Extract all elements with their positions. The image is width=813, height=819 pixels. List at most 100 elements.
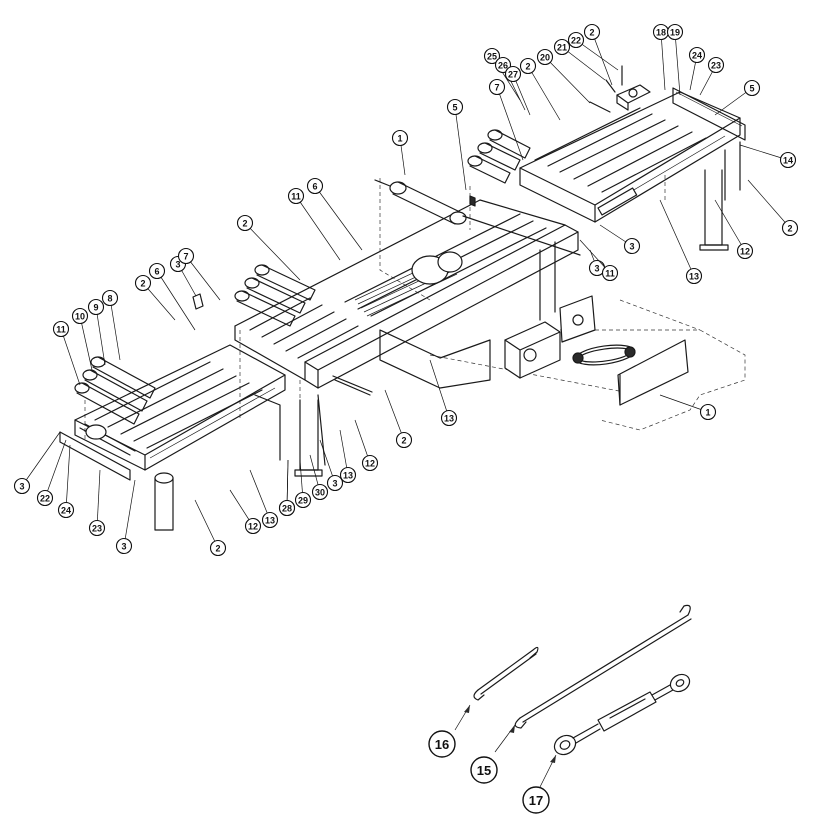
callout-balloon: [71, 307, 89, 325]
callout-number: 3: [594, 264, 599, 274]
belt-bundle: [354, 251, 463, 317]
callout-number: 3: [332, 479, 337, 489]
callout-12c: 12: [229, 489, 262, 535]
callout-1b: 1: [659, 394, 717, 421]
detail-balloon: [470, 756, 498, 784]
conveyor-assembly: [59, 65, 746, 531]
callout-balloon: [13, 477, 31, 495]
detail-number: 16: [435, 737, 449, 752]
callout-number: 14: [783, 156, 793, 166]
detail-balloon: [428, 730, 456, 758]
callout-3d: 3: [13, 431, 61, 495]
callout-2b: 2: [519, 57, 561, 121]
callout-balloon: [743, 79, 761, 97]
callout-leader: [314, 185, 363, 251]
callout-number: 12: [740, 247, 750, 257]
callout-balloon: [209, 539, 227, 557]
hook-rod-long: [514, 604, 692, 729]
hook-rod-small: [473, 646, 539, 701]
callout-29: 29: [294, 459, 312, 509]
callout-number: 24: [61, 506, 71, 516]
callout-number: 3: [629, 242, 634, 252]
callout-balloon: [483, 47, 501, 65]
callout-leader: [44, 439, 67, 499]
callout-balloon: [736, 242, 754, 260]
callout-balloon: [87, 298, 105, 316]
bearing-block: [616, 65, 651, 111]
callout-number: 30: [315, 488, 325, 498]
callout-21: 21: [553, 38, 606, 81]
callout-number: 8: [107, 294, 112, 304]
callout-balloon: [699, 403, 717, 421]
callouts: 1122222223333335566778910111111121212131…: [13, 23, 799, 557]
callout-leader: [454, 106, 467, 191]
callout-balloon: [115, 537, 133, 555]
detail-parts: [454, 604, 692, 788]
callout-balloon: [339, 466, 357, 484]
detail-balloon: [522, 786, 550, 814]
callout-balloon: [395, 431, 413, 449]
callout-11c: 11: [52, 320, 81, 386]
callout-9: 9: [87, 298, 106, 366]
callout-10: 10: [71, 307, 93, 371]
callout-26a: 26: [494, 56, 526, 111]
callout-leader: [527, 65, 561, 121]
callout-balloon: [287, 187, 305, 205]
callout-number: 13: [689, 272, 699, 282]
callout-5b: 5: [714, 79, 761, 116]
callout-2g: 2: [194, 499, 227, 557]
callout-3b: 3: [599, 224, 641, 255]
callout-number: 28: [282, 504, 292, 514]
construction-lines: [84, 175, 746, 445]
callout-number: 2: [215, 544, 220, 554]
callout-leader: [714, 199, 746, 252]
callout-balloon: [306, 177, 324, 195]
detail-callout-15: 15: [470, 756, 498, 784]
callout-number: 6: [312, 182, 317, 192]
callout-balloon: [536, 48, 554, 66]
callout-number: 18: [656, 28, 666, 38]
callout-leader: [660, 31, 666, 91]
detail-number: 15: [477, 763, 491, 778]
callout-leader: [142, 282, 176, 321]
callout-balloon: [623, 237, 641, 255]
left-rollers: [94, 361, 263, 449]
callout-balloon: [488, 78, 506, 96]
callout-leader: [244, 222, 301, 281]
callout-2a: 2: [583, 23, 613, 86]
callout-balloon: [57, 501, 75, 519]
callout-balloon: [326, 474, 344, 492]
callout-leader: [561, 46, 606, 81]
callout-number: 23: [92, 524, 102, 534]
callout-number: 25: [487, 52, 497, 62]
callout-number: 11: [56, 325, 66, 335]
callout-balloon: [707, 56, 725, 74]
callout-leader: [674, 31, 681, 96]
callout-balloon: [148, 262, 166, 280]
callout-balloon: [440, 409, 458, 427]
callout-number: 19: [670, 28, 680, 38]
callout-number: 21: [557, 43, 567, 53]
callout-balloon: [36, 489, 54, 507]
callout-balloon: [278, 499, 296, 517]
callout-2d: 2: [236, 214, 301, 281]
callout-balloon: [688, 46, 706, 64]
callout-number: 1: [397, 134, 402, 144]
callout-number: 3: [19, 482, 24, 492]
callout-number: 13: [265, 516, 275, 526]
callout-balloon: [666, 23, 684, 41]
callout-balloon: [391, 129, 409, 147]
callout-number: 11: [291, 192, 301, 202]
callout-27: 27: [504, 65, 531, 116]
callout-leader: [659, 199, 695, 277]
callout-number: 2: [401, 436, 406, 446]
callout-number: 12: [248, 522, 258, 532]
callout-balloon: [177, 247, 195, 265]
callout-3f: 3: [319, 439, 344, 492]
callout-balloon: [781, 219, 799, 237]
callout-28: 28: [278, 459, 296, 517]
callout-23a: 23: [699, 56, 725, 96]
callout-22a: 22: [567, 31, 619, 71]
